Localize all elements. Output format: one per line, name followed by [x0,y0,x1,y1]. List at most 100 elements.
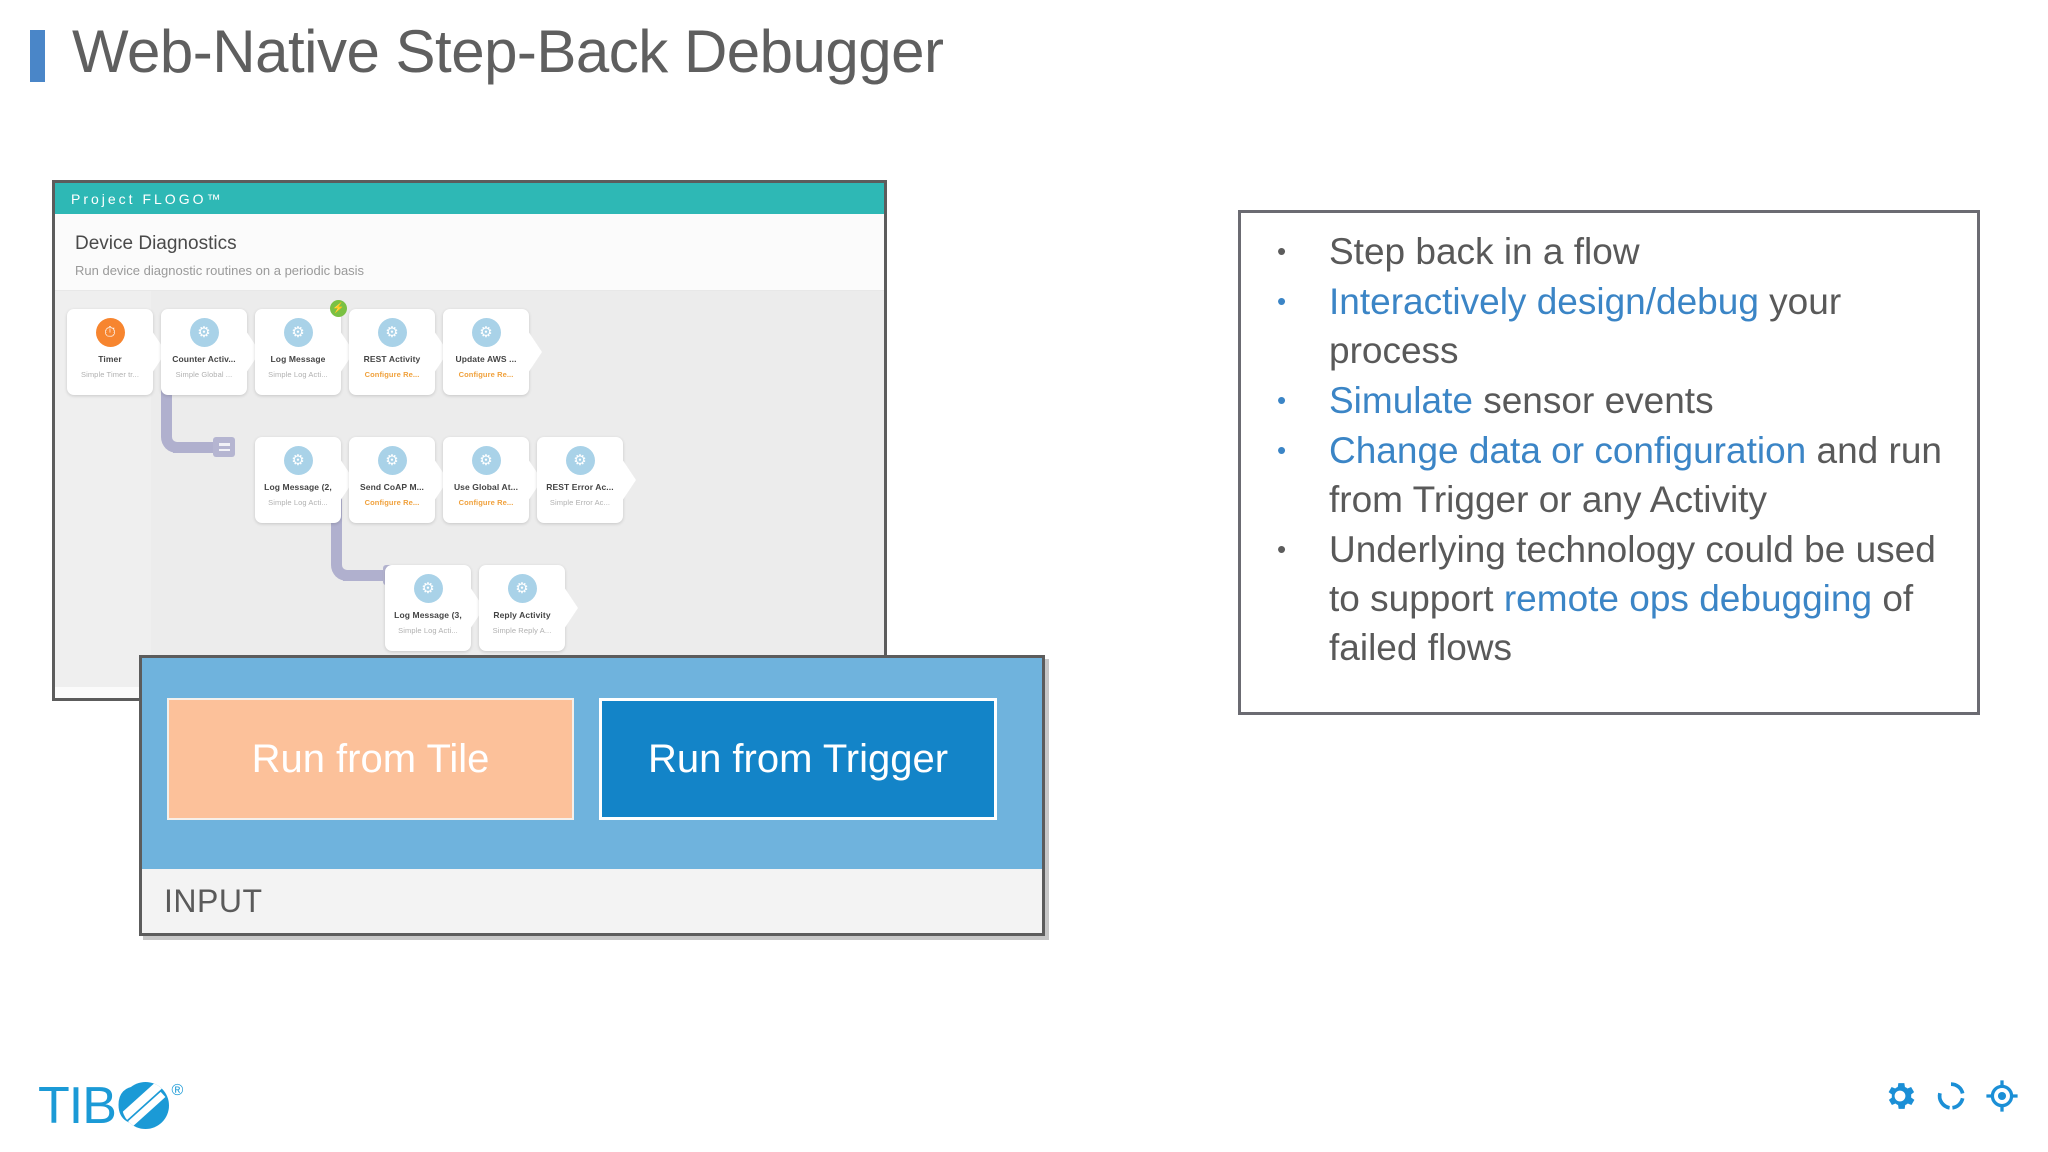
tile-name: REST Activity [363,354,421,364]
bullet-text: Simulate sensor events [1329,376,1967,425]
target-crosshair-icon[interactable] [1984,1078,2020,1114]
tile-icon-glyph: ⏱ [104,324,116,341]
list-item: • Simulate sensor events [1259,376,1967,425]
flow-tile[interactable]: ⚙ Counter Activ... Simple Global ... [161,309,260,395]
tile-name: Send CoAP M... [359,482,425,492]
list-item: • Underlying technology could be used to… [1259,525,1967,672]
tile-icon-glyph: ⚙ [385,324,399,341]
refresh-circle-icon[interactable] [1934,1079,1968,1113]
flow-title: Device Diagnostics [75,233,237,254]
flow-tile[interactable]: ⚙ Reply Activity Simple Reply A... [479,565,578,651]
run-from-trigger-button[interactable]: Run from Trigger [599,698,997,820]
tibco-sphere-icon [122,1082,170,1129]
gear-icon: ⚙ [189,318,219,347]
connector-segment [173,442,225,453]
flow-tile[interactable]: ⏱ Timer Simple Timer tr... [67,309,166,395]
tile-desc: Simple Log Acti... [398,626,458,635]
tile-name: Counter Activ... [172,354,236,364]
gear-icon: ⚙ [377,446,407,475]
bullet-segment: Step back in a flow [1329,231,1640,272]
tibco-logo: TIBC ® [38,1080,183,1132]
flow-tile[interactable]: ⚙ REST Error Ac... Simple Error Ac... [537,437,636,523]
flow-subtitle: Run device diagnostic routines on a peri… [75,263,365,278]
bullet-text: Interactively design/debug your process [1329,277,1967,375]
bullet-segment: Underlying technology could be used to s… [1329,529,1936,619]
tile-desc: Configure Re... [364,498,420,507]
bullet-segment-highlight: Interactively design/debug [1329,281,1759,322]
app-flow-header: Device Diagnostics Run device diagnostic… [55,214,884,291]
tile-icon-glyph: ⚙ [385,452,399,469]
gear-icon: ⚙ [283,446,313,475]
title-accent-bar [30,30,45,82]
gear-icon: ⚙ [413,574,443,603]
input-section-bar[interactable]: INPUT [142,869,1042,933]
tile-name: Use Global At... [453,482,519,492]
connector-segment [343,570,395,581]
input-section-label: INPUT [164,882,263,919]
tile-name: Timer [98,354,122,364]
gear-icon: ⚙ [377,318,407,347]
bullet-text: Change data or configuration and run fro… [1329,426,1967,524]
tile-icon-glyph: ⚙ [291,324,305,341]
app-top-bar: Project FLOGO™ [55,183,884,214]
tile-desc: Simple Global ... [175,370,233,379]
list-item: • Step back in a flow [1259,227,1967,276]
tile-icon-glyph: ⚙ [197,324,211,341]
tile-icon-glyph: ⚙ [573,452,587,469]
connector-marker [213,437,235,457]
tile-name: Update AWS ... [455,354,517,364]
bullet-segment-highlight: Simulate [1329,380,1473,421]
tile-icon-glyph: ⚙ [479,452,493,469]
bullet-segment: of failed flows [1329,578,1914,668]
run-panel: Run from Tile Run from Trigger INPUT [139,655,1045,936]
tile-desc: Configure Re... [364,370,420,379]
flow-tile[interactable]: ⚡ ⚙ Log Message Simple Log Acti... [255,300,354,395]
run-buttons-row: Run from Tile Run from Trigger [142,658,1042,875]
flow-canvas[interactable]: ⏱ Timer Simple Timer tr... ⚙ Counter Act… [55,291,884,687]
flow-tile[interactable]: ⚙ Use Global At... Configure Re... [443,437,542,523]
bullet-dot: • [1277,385,1287,415]
run-from-tile-button[interactable]: Run from Tile [167,698,574,820]
bullet-dot: • [1277,534,1287,564]
list-item: • Interactively design/debug your proces… [1259,277,1967,375]
bullet-list: • Step back in a flow • Interactively de… [1259,227,1967,672]
bullet-text: Underlying technology could be used to s… [1329,525,1967,672]
tile-icon-glyph: ⚙ [479,324,493,341]
tile-name: Log Message (3, [394,610,462,620]
tile-icon-glyph: ⚙ [515,580,529,597]
gear-icon: ⚙ [471,318,501,347]
timer-icon: ⏱ [95,318,125,347]
tile-name: Reply Activity [493,610,551,620]
tile-desc: Simple Log Acti... [268,498,328,507]
flogo-app-window: Project FLOGO™ Device Diagnostics Run de… [52,180,887,701]
app-brand-label: Project FLOGO™ [71,190,224,207]
gear-icon: ⚙ [565,446,595,475]
bullet-segment: sensor events [1472,380,1714,421]
tile-name: Log Message (2, [264,482,332,492]
tile-desc: Simple Error Ac... [549,498,611,507]
tile-name: REST Error Ac... [546,482,614,492]
flow-tile[interactable]: ⚙ Update AWS ... Configure Re... [443,309,542,395]
page-title: Web-Native Step-Back Debugger [72,18,944,85]
bullet-dot: • [1277,286,1287,316]
tile-icon-glyph: ⚙ [291,452,305,469]
gear-icon: ⚙ [471,446,501,475]
bullet-segment: and run from Trigger or any Activity [1329,430,1943,520]
tile-desc: Configure Re... [458,370,514,379]
feature-bullet-box: • Step back in a flow • Interactively de… [1238,210,1980,715]
tile-name: Log Message [270,354,326,364]
bullet-dot: • [1277,435,1287,465]
tile-desc: Simple Timer tr... [80,370,140,379]
tile-desc: Simple Reply A... [492,626,552,635]
gear-icon[interactable] [1882,1078,1918,1114]
tile-desc: Simple Log Acti... [268,370,328,379]
gear-icon: ⚙ [507,574,537,603]
bullet-dot: • [1277,236,1287,266]
registered-mark: ® [171,1082,184,1099]
flow-tile[interactable]: ⚙ REST Activity Configure Re... [349,309,448,395]
flow-tile[interactable]: ⚙ Log Message (3, Simple Log Acti... [385,565,484,651]
gear-icon: ⚙ [283,318,313,347]
flow-tile[interactable]: ⚙ Log Message (2, Simple Log Acti... [255,437,354,523]
flow-tile[interactable]: ⚙ Send CoAP M... Configure Re... [349,437,448,523]
